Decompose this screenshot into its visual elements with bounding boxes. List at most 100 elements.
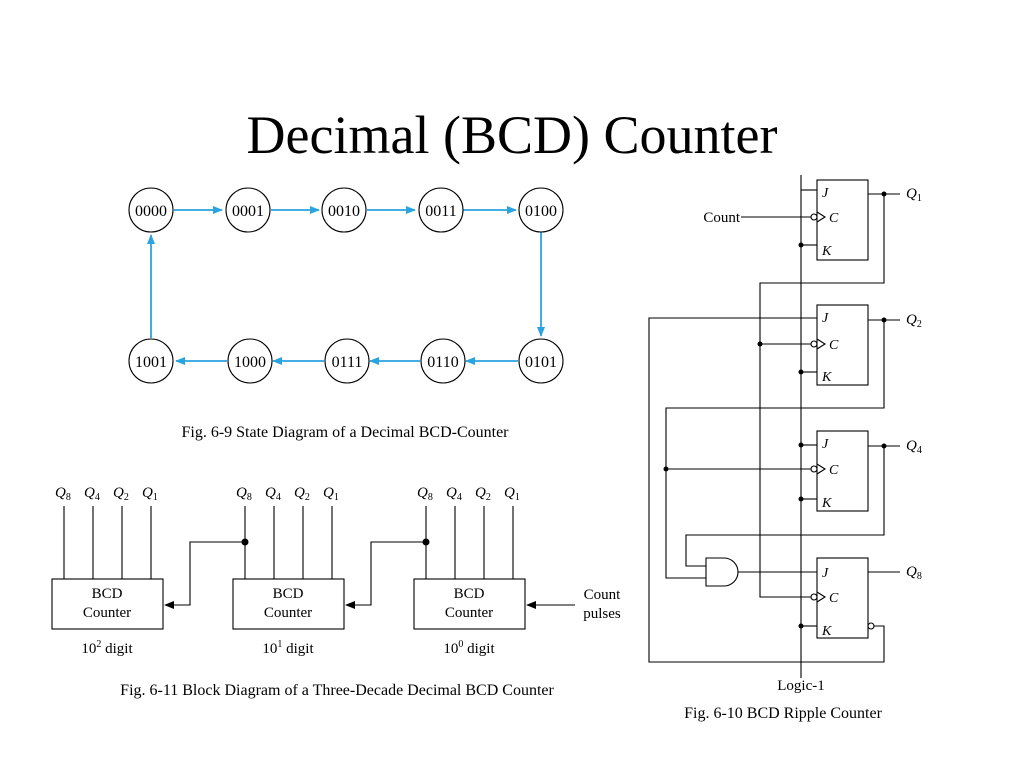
- pin-label-c: C: [829, 338, 839, 353]
- counter-label: BCD: [454, 586, 485, 602]
- q8-complement-to-j2: [648, 317, 885, 663]
- svg-text:Q4: Q4: [446, 485, 462, 503]
- junction-dot: [798, 242, 804, 248]
- state-label: 0001: [232, 203, 264, 220]
- pin-label-k: K: [821, 370, 832, 385]
- flip-flop-q4: [816, 430, 869, 512]
- q2-label: Q2: [906, 312, 922, 330]
- svg-text:Q2: Q2: [475, 485, 491, 503]
- state-node-0010: [321, 187, 367, 233]
- ripple-counter: J C K J C K J C K J C K: [648, 175, 922, 722]
- block-diagram: BCD Counter BCD Counter BCD Counter Q8 Q…: [51, 485, 622, 699]
- q2-to-c4: [665, 320, 885, 579]
- digit-label-hundreds: 102 digit: [81, 639, 133, 657]
- q1-label: Q1: [906, 186, 922, 204]
- bcd-counter-box-tens: [232, 578, 345, 630]
- junction-dot: [757, 341, 763, 347]
- state-node-1000: [227, 338, 273, 384]
- state-label: 0011: [425, 203, 456, 220]
- counter-label: Counter: [83, 605, 131, 621]
- count-pulses-label: pulses: [583, 606, 621, 622]
- state-node-0101: [518, 338, 564, 384]
- inverter-bubble: [810, 213, 818, 221]
- q1-to-clock-bus: [759, 194, 885, 598]
- output-labels-tens: Q8 Q4 Q2 Q1: [236, 485, 339, 503]
- counter-label: Counter: [445, 605, 493, 621]
- inverter-bubble: [810, 340, 818, 348]
- clock-triangle: [816, 211, 827, 223]
- logic-1-label: Logic-1: [777, 678, 824, 694]
- count-pulses-label: Count: [584, 587, 622, 603]
- pin-label-k: K: [821, 624, 832, 639]
- carry-wire-tens-to-hundreds: [164, 541, 245, 609]
- count-input-label: Count: [703, 210, 741, 226]
- pin-label-j: J: [822, 311, 829, 326]
- inverter-bubble: [810, 465, 818, 473]
- svg-text:Q1: Q1: [323, 485, 339, 503]
- svg-text:Q2: Q2: [294, 485, 310, 503]
- state-label: 0101: [525, 354, 557, 371]
- state-label: 1001: [135, 354, 167, 371]
- state-node-0011: [418, 187, 464, 233]
- output-labels-units: Q8 Q4 Q2 Q1: [417, 485, 520, 503]
- counter-label: BCD: [92, 586, 123, 602]
- q8-label: Q8: [906, 564, 922, 582]
- svg-text:Q4: Q4: [84, 485, 100, 503]
- q8-complement-bubble: [867, 622, 875, 630]
- junction-dot: [663, 466, 669, 472]
- svg-text:Q1: Q1: [142, 485, 158, 503]
- clock-triangle: [816, 591, 827, 603]
- counter-label: Counter: [264, 605, 312, 621]
- junction-dot: [798, 623, 804, 629]
- pin-label-c: C: [829, 591, 839, 606]
- output-labels-hundreds: Q8 Q4 Q2 Q1: [55, 485, 158, 503]
- state-node-1001: [128, 338, 174, 384]
- state-label: 0010: [328, 203, 360, 220]
- junction-dot: [798, 442, 804, 448]
- state-label: 0111: [332, 354, 363, 371]
- junction-dot: [798, 369, 804, 375]
- state-diagram-caption: Fig. 6-9 State Diagram of a Decimal BCD-…: [181, 424, 509, 441]
- slide-title: Decimal (BCD) Counter: [246, 105, 778, 165]
- svg-text:Q8: Q8: [55, 485, 71, 503]
- state-node-0111: [324, 338, 370, 384]
- state-label: 0100: [525, 203, 557, 220]
- state-label: 0110: [427, 354, 458, 371]
- svg-text:Q8: Q8: [236, 485, 252, 503]
- bcd-counter-box-hundreds: [51, 578, 164, 630]
- pin-label-k: K: [821, 244, 832, 259]
- clock-triangle: [816, 463, 827, 475]
- counter-label: BCD: [273, 586, 304, 602]
- svg-text:Q1: Q1: [504, 485, 520, 503]
- state-label: 0000: [135, 203, 167, 220]
- state-diagram: 0000 0001 0010 0011 0100 0101 0110 0111 …: [128, 187, 564, 441]
- pin-label-k: K: [821, 496, 832, 511]
- and-gate: [705, 557, 739, 587]
- svg-text:Q4: Q4: [265, 485, 281, 503]
- state-node-0110: [420, 338, 466, 384]
- state-label: 1000: [234, 354, 266, 371]
- state-node-0000: [128, 187, 174, 233]
- ripple-counter-caption: Fig. 6-10 BCD Ripple Counter: [684, 705, 882, 722]
- block-diagram-caption: Fig. 6-11 Block Diagram of a Three-Decad…: [120, 682, 554, 699]
- q4-label: Q4: [906, 438, 922, 456]
- state-node-0100: [518, 187, 564, 233]
- svg-text:Q8: Q8: [417, 485, 433, 503]
- pin-label-c: C: [829, 463, 839, 478]
- pin-label-j: J: [822, 186, 829, 201]
- inverter-bubble: [810, 593, 818, 601]
- bcd-counter-box-units: [413, 578, 526, 630]
- carry-wire-units-to-tens: [345, 541, 426, 609]
- state-node-0001: [225, 187, 271, 233]
- junction-dot: [798, 496, 804, 502]
- digit-label-tens: 101 digit: [262, 639, 314, 657]
- digit-label-units: 100 digit: [443, 639, 495, 657]
- pin-label-c: C: [829, 211, 839, 226]
- pin-label-j: J: [822, 566, 829, 581]
- q4-to-and-gate: [685, 446, 885, 567]
- clock-triangle: [816, 338, 827, 350]
- svg-text:Q2: Q2: [113, 485, 129, 503]
- flip-flop-q1: [816, 179, 869, 261]
- pin-label-j: J: [822, 437, 829, 452]
